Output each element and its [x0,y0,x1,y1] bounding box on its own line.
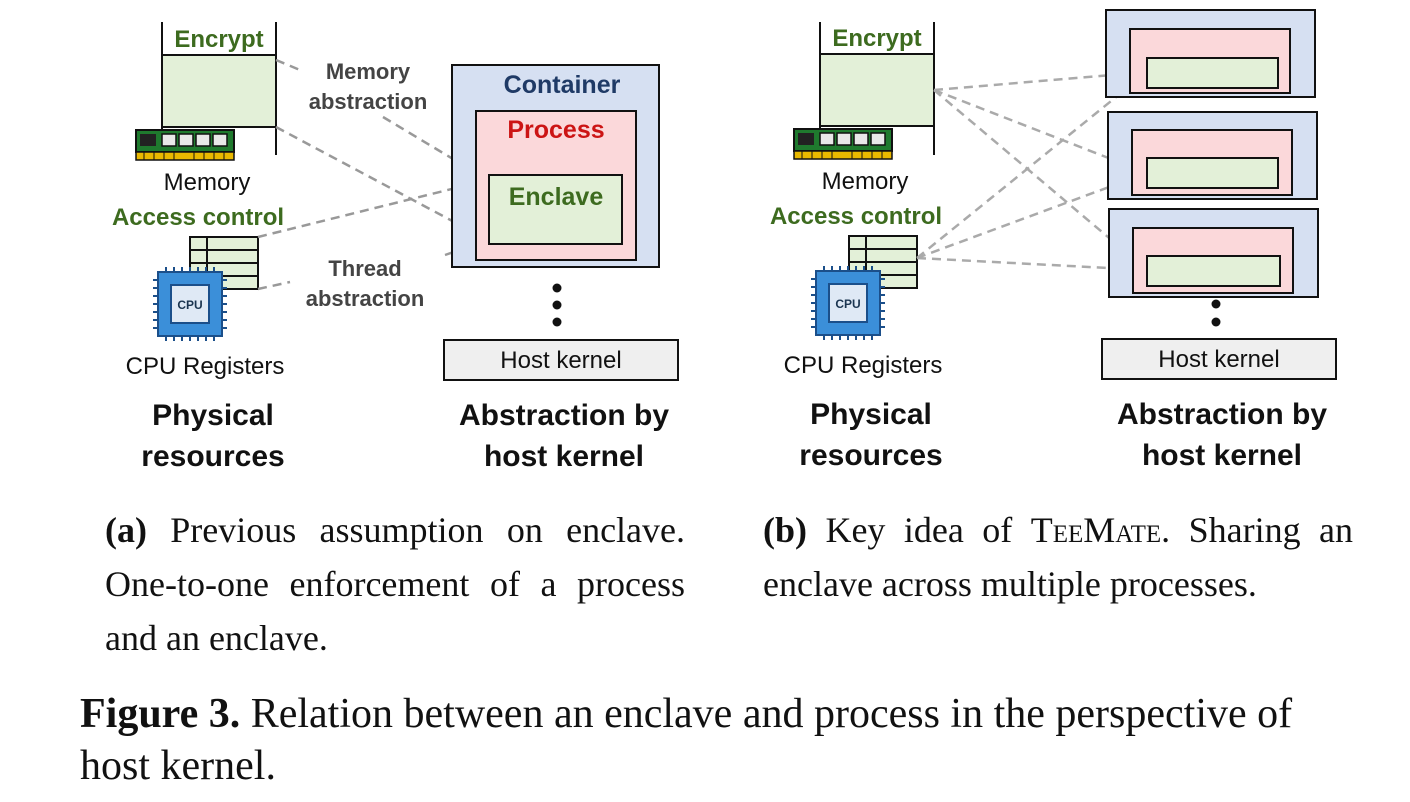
memory-abstraction-label-2: abstraction [309,89,428,114]
caption-a: (a) Previous assumption on enclave. One-… [105,503,685,665]
caption-b: (b) Key idea of TeeMate. Sharing an encl… [763,503,1353,611]
host-kernel-box-b [1101,338,1337,380]
figure-caption-text: Relation between an enclave and process … [80,691,1293,789]
cpu-chip-text-b: CPU [835,297,860,311]
access-control-label: Access control [112,204,284,231]
memory-region [161,54,277,128]
abstraction-heading-b-2: host kernel [1142,439,1302,472]
enclave-label: Enclave [509,183,604,211]
caption-b-pre: Key idea of [825,510,1013,550]
physical-resources-heading-2: resources [141,440,284,473]
abstraction-heading: Abstraction by [459,399,669,432]
container-stack [1105,9,1319,298]
host-kernel-label: Host kernel [500,347,621,374]
caption-b-label: (b) [763,510,807,550]
physical-resources-heading-b-2: resources [799,439,942,472]
encrypt-label: Encrypt [174,26,263,53]
thread-abstraction-label-2: abstraction [306,286,425,311]
host-kernel-box [443,339,679,381]
caption-a-text: Previous assumption on enclave. One-to-o… [105,510,686,658]
cpu-registers-label: CPU Registers [126,353,285,380]
caption-b-post: . Sharing an enclave across multiple pro… [763,510,1353,604]
cpu-chip-text: CPU [177,298,202,312]
panel-a: Encrypt Memory Access control CPU CPU Re… [112,22,679,473]
ellipsis-dots [552,283,562,327]
container-label: Container [504,71,621,99]
physical-resources-heading: Physical [152,399,274,432]
memory-abstraction-label: Memory [326,59,411,84]
host-kernel-label-b: Host kernel [1158,346,1279,373]
memory-region-b [819,53,935,127]
caption-b-system-name: TeeMate [1030,510,1162,550]
memory-label-b: Memory [822,168,909,195]
access-control-label-b: Access control [770,203,942,230]
abstraction-heading-b: Abstraction by [1117,398,1327,431]
enclave-box [488,174,623,245]
thread-abstraction-label: Thread [328,256,401,281]
figure-caption: Figure 3. Relation between an enclave an… [80,688,1370,792]
process-label: Process [507,116,604,144]
ellipsis-dots-b [1211,299,1221,327]
encrypt-label-b: Encrypt [832,25,921,52]
memory-label: Memory [164,169,251,196]
caption-a-label: (a) [105,510,147,550]
abstraction-heading-2: host kernel [484,440,644,473]
physical-resources-heading-b: Physical [810,398,932,431]
panel-b: Encrypt Memory Access control CPU CPU Re… [770,9,1337,472]
cpu-registers-label-b: CPU Registers [784,352,943,379]
figure-caption-label: Figure 3. [80,691,241,737]
